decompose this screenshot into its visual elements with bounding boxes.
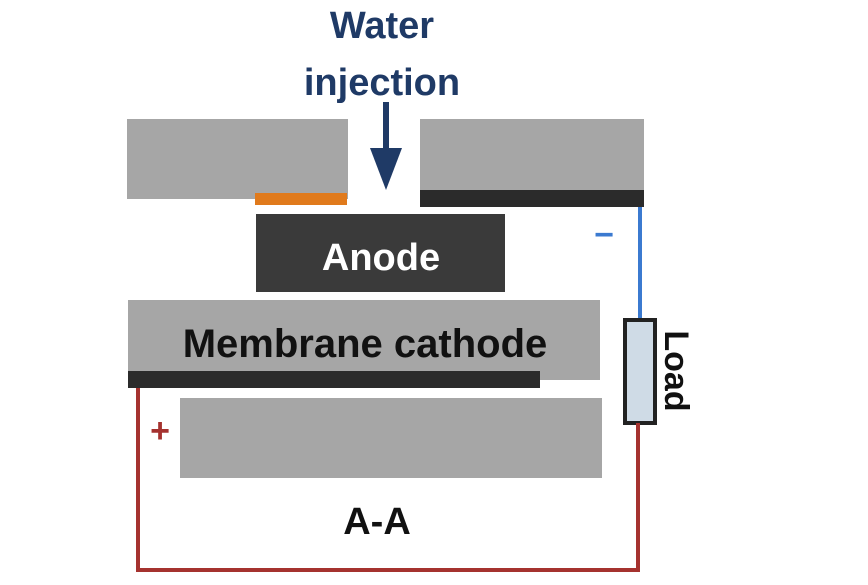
water-injection-label-line2: injection [304,62,460,104]
positive-wire [136,388,640,572]
top-left-housing-block [127,119,348,199]
orange-contact-strip [255,193,347,205]
negative-sign-label: − [594,216,614,254]
load-label: Load [657,330,695,411]
top-right-housing-block [420,119,644,194]
membrane-cathode-block [128,300,600,380]
cathode-electrode-strip [128,371,540,388]
water-injection-label-line1: Water [330,5,434,47]
membrane-cathode-label: Membrane cathode [183,322,548,366]
load-resistor [623,318,657,425]
positive-sign-label: + [150,412,170,450]
water-injection-arrow-icon [370,102,402,190]
section-label: A-A [343,501,411,543]
bottom-housing-block [180,398,602,478]
top-right-electrode-strip [420,190,644,207]
anode-label: Anode [322,237,440,279]
anode-block [256,214,505,292]
